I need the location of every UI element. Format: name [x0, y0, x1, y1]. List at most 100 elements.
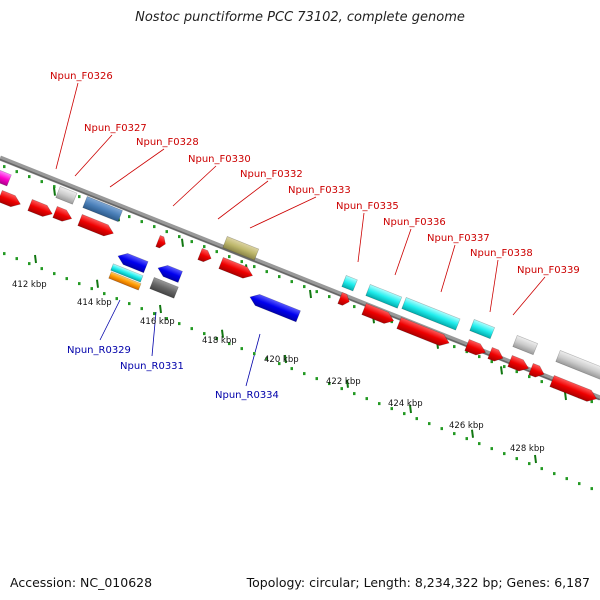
callout-line-forward — [172, 165, 217, 207]
callout-line-reverse — [99, 299, 121, 341]
tick-dot — [90, 287, 93, 291]
tick-label: 416 kbp — [140, 317, 175, 327]
major-tick — [53, 187, 56, 196]
gene-label-forward: Npun_F0326 — [50, 71, 113, 82]
callout-line-forward — [512, 276, 546, 316]
tick-dot — [178, 322, 181, 326]
gene-cyan-shape — [401, 297, 461, 331]
tick-dot — [453, 345, 456, 349]
tick-dot — [153, 225, 156, 229]
tick-dot — [290, 367, 293, 371]
major-tick — [500, 366, 503, 375]
gene-label-forward: Npun_F0338 — [470, 248, 533, 259]
gene-reverse-blue — [117, 253, 149, 274]
tick-dot — [403, 412, 406, 416]
accession-text: Accession: NC_010628 — [10, 575, 153, 590]
gene-light-grey — [555, 350, 600, 380]
tick-dot — [3, 252, 6, 256]
major-tick — [534, 454, 537, 464]
tick-dot — [528, 375, 531, 379]
tick-dot — [78, 195, 81, 199]
gene-label-forward: Npun_F0336 — [383, 217, 446, 228]
gene-cyan-shape — [469, 319, 496, 340]
tick-dot — [203, 332, 206, 336]
tick-label: 426 kbp — [449, 421, 484, 431]
tick-dot — [415, 417, 418, 421]
gene-label-forward: Npun_F0339 — [517, 265, 580, 276]
tick-dot — [3, 165, 6, 169]
gene-forward-red-shape — [218, 257, 254, 279]
tick-dot — [353, 305, 356, 309]
tick-dot — [465, 437, 468, 441]
gene-dark-grey-shape — [149, 277, 179, 299]
tick-dot — [265, 270, 268, 274]
tick-dot — [78, 282, 81, 286]
gene-forward-red-shape — [0, 190, 21, 208]
gene-forward-red — [0, 190, 21, 208]
gene-label-forward: Npun_F0333 — [288, 185, 351, 196]
tick-dot — [53, 185, 56, 189]
major-tick — [409, 404, 412, 414]
gene-light-grey — [55, 186, 78, 205]
callout-line-forward — [394, 228, 412, 276]
callout-line-reverse — [151, 311, 157, 357]
tick-dot — [215, 250, 218, 254]
gene-forward-red-shape — [396, 317, 450, 346]
gene-forward-red-shape — [507, 355, 530, 372]
tick-dot — [515, 457, 518, 461]
gene-reverse-blue — [249, 294, 301, 323]
tick-dot — [128, 215, 131, 219]
gene-orange-shape — [108, 271, 142, 291]
tick-dot — [503, 452, 506, 456]
tick-dot — [553, 472, 556, 476]
tick-dot — [590, 487, 593, 491]
major-tick — [34, 254, 37, 264]
gene-light-grey-shape — [512, 335, 539, 356]
gene-label-reverse: Npun_R0329 — [67, 345, 131, 356]
gene-forward-red — [507, 355, 530, 372]
gene-magenta — [0, 170, 12, 187]
tick-dot — [490, 360, 493, 364]
tick-dot — [478, 355, 481, 359]
tick-dot — [453, 432, 456, 436]
tick-dot — [465, 350, 468, 354]
tick-label: 424 kbp — [388, 399, 423, 409]
gene-cyan — [469, 319, 496, 340]
major-tick — [181, 238, 184, 247]
tick-dot — [440, 427, 443, 431]
tick-dot — [178, 235, 181, 239]
callout-line-forward — [109, 148, 165, 188]
major-tick — [159, 304, 162, 314]
major-tick — [284, 354, 287, 364]
gene-khaki-shape — [222, 236, 260, 261]
gene-forward-red-shape — [77, 214, 114, 237]
tick-label: 418 kbp — [202, 336, 237, 346]
callout-line-forward — [217, 180, 269, 220]
tick-dot — [203, 245, 206, 249]
gene-forward-red-shape — [464, 339, 487, 356]
tick-label: 422 kbp — [326, 377, 361, 387]
tick-dot — [515, 370, 518, 374]
gene-reverse-blue — [157, 265, 183, 283]
gene-magenta-shape — [0, 170, 12, 187]
tick-label: 412 kbp — [12, 280, 47, 290]
gene-steel-blue-shape — [82, 196, 123, 223]
gene-forward-red — [528, 363, 545, 378]
tick-dot — [340, 387, 343, 391]
tick-dot — [28, 175, 31, 179]
gene-label-forward: Npun_F0328 — [136, 137, 199, 148]
genome-backbone-shadow — [0, 158, 600, 401]
gene-forward-red-shape — [361, 303, 395, 324]
major-tick — [309, 289, 312, 299]
tick-dot — [353, 392, 356, 396]
tick-dot — [40, 180, 43, 184]
tick-dot — [140, 307, 143, 311]
gene-forward-red-shape — [487, 347, 504, 362]
tick-dot — [590, 400, 593, 404]
gene-forward-red-shape — [155, 235, 166, 249]
tick-dot — [478, 442, 481, 446]
gene-forward-red — [52, 206, 73, 222]
gene-forward-red — [487, 347, 504, 362]
gene-orange — [108, 271, 142, 291]
